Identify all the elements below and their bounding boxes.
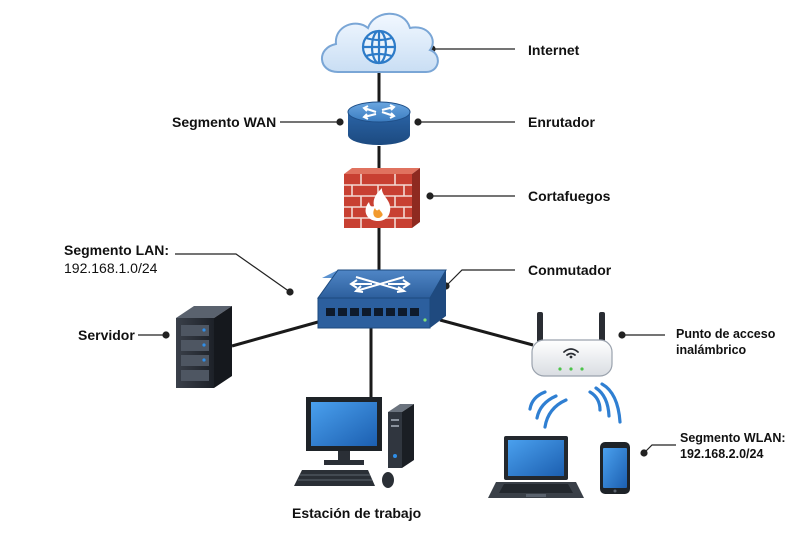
callout-dot bbox=[414, 118, 422, 126]
firewall-icon bbox=[344, 168, 420, 228]
globe-icon bbox=[361, 29, 397, 65]
lan-segment-title: Segmento LAN: bbox=[64, 242, 169, 258]
server-icon bbox=[176, 306, 232, 388]
link-switch-server bbox=[231, 320, 319, 348]
server-label: Servidor bbox=[78, 327, 135, 343]
callout-dot bbox=[618, 331, 626, 339]
wlan-segment-label: Segmento WLAN: 192.168.2.0/24 bbox=[680, 430, 786, 462]
wifi-signal-icon bbox=[528, 382, 622, 429]
router-icon bbox=[347, 101, 411, 145]
switch-icon bbox=[317, 269, 447, 329]
callout-dot bbox=[426, 192, 434, 200]
keyboard-icon bbox=[294, 470, 375, 486]
cloud-icon bbox=[321, 12, 439, 73]
access-point-icon bbox=[531, 312, 613, 377]
firewall-label: Cortafuegos bbox=[528, 188, 611, 204]
wlan-segment-title: Segmento WLAN: bbox=[680, 431, 786, 445]
mouse-icon bbox=[382, 472, 394, 488]
desktop-icon bbox=[294, 397, 414, 488]
switch-label: Conmutador bbox=[528, 262, 612, 278]
router-label: Enrutador bbox=[528, 114, 595, 130]
lan-segment-label: Segmento LAN: 192.168.1.0/24 bbox=[64, 241, 169, 277]
callout-dot bbox=[336, 118, 344, 126]
wan-segment-label: Segmento WAN bbox=[172, 114, 277, 130]
switch-ports bbox=[326, 308, 419, 316]
access-point-line2: inalámbrico bbox=[676, 343, 747, 357]
callout-dot bbox=[640, 449, 648, 457]
internet-label: Internet bbox=[528, 42, 580, 58]
smartphone-icon bbox=[600, 442, 630, 494]
laptop-icon bbox=[488, 436, 584, 498]
callout-dot bbox=[162, 331, 170, 339]
callout-lines bbox=[138, 45, 676, 457]
flame-icon bbox=[365, 188, 391, 221]
access-point-label: Punto de acceso inalámbrico bbox=[676, 326, 775, 358]
connection-links bbox=[231, 73, 534, 398]
callout-dot bbox=[286, 288, 294, 296]
lan-segment-subnet: 192.168.1.0/24 bbox=[64, 260, 158, 276]
wlan-segment-subnet: 192.168.2.0/24 bbox=[680, 447, 764, 461]
access-point-line1: Punto de acceso bbox=[676, 327, 776, 341]
workstation-label: Estación de trabajo bbox=[292, 505, 422, 521]
link-switch-access-point bbox=[439, 318, 534, 347]
